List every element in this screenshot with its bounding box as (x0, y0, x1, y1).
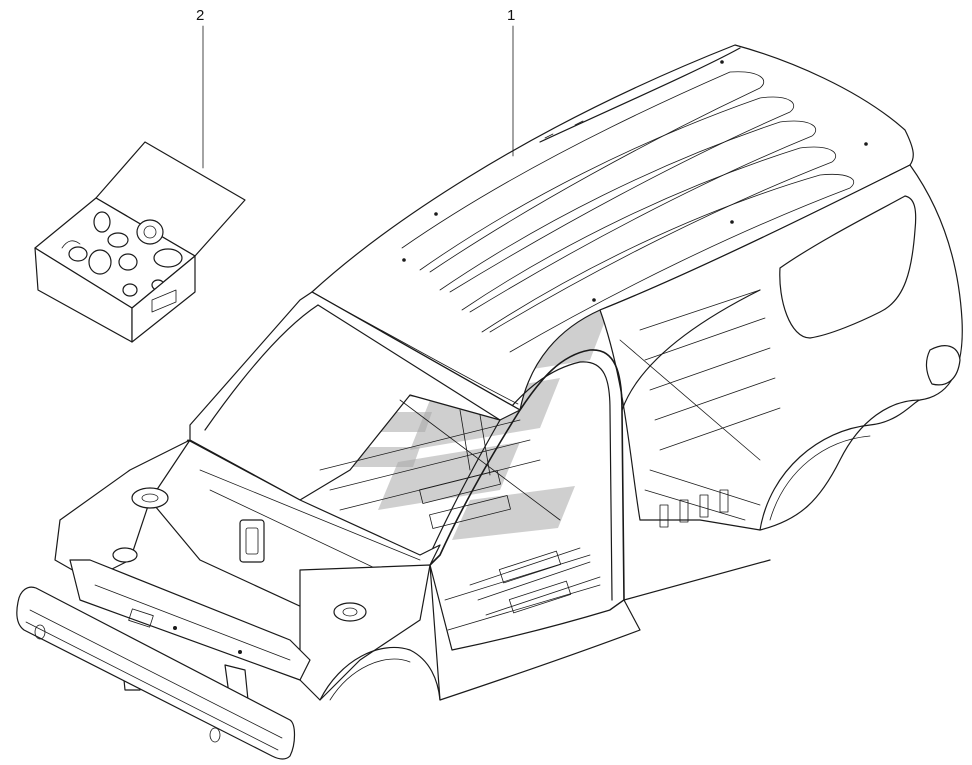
callout-2: 2 (196, 7, 204, 169)
fastener-parts (61, 211, 183, 297)
front-structure (54, 439, 441, 721)
callout-1: 1 (507, 7, 515, 157)
rear-side-window (779, 195, 917, 339)
callout-2-label: 2 (196, 7, 204, 24)
left-strut-tower (131, 487, 169, 509)
callout-1-label: 1 (507, 7, 515, 24)
fastener-kit-box (34, 141, 246, 343)
tail-light-opening (925, 345, 961, 386)
front-bumper-beam (16, 586, 296, 760)
rear-side-panel (599, 164, 963, 531)
right-strut-tower (333, 602, 367, 622)
door-opening (429, 289, 771, 701)
body-shell (16, 44, 963, 760)
